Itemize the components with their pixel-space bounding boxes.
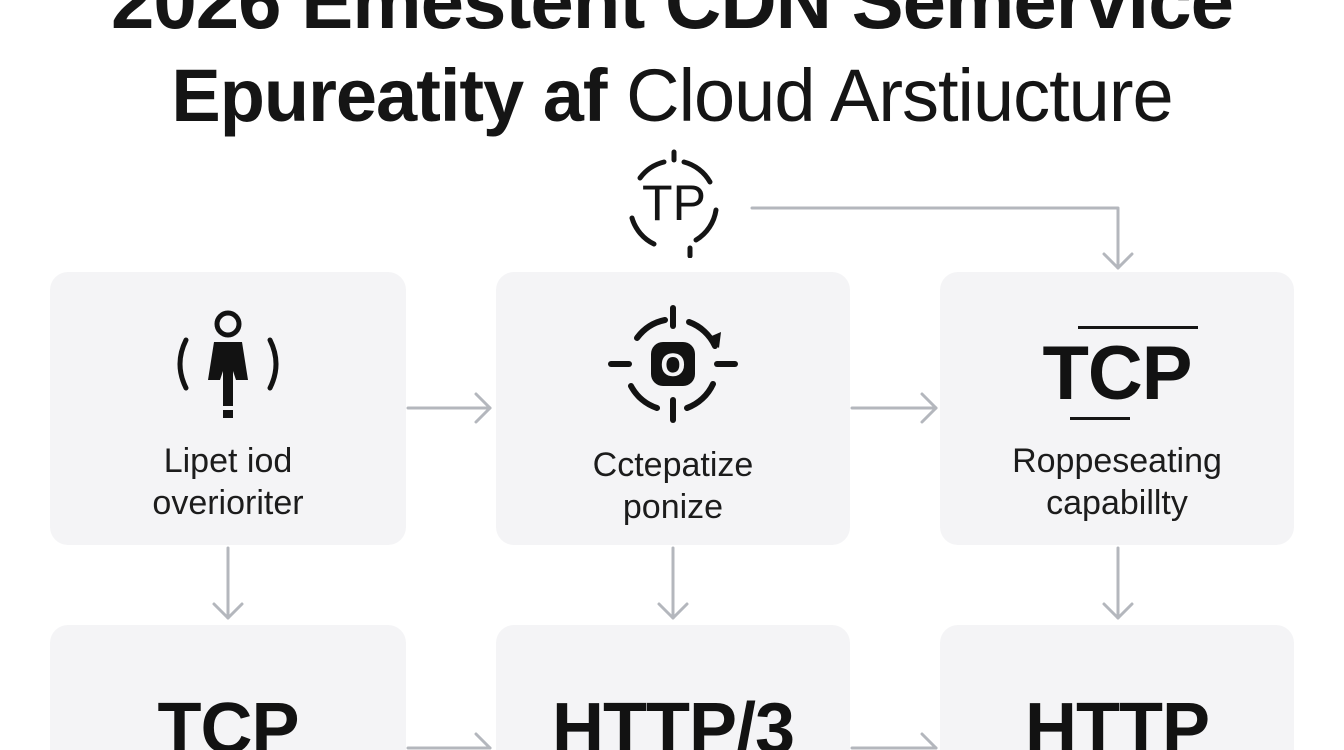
card-r2c2: HTTP/3 [496, 625, 850, 750]
card-r1c2: O Cctepatize ponize [496, 272, 850, 545]
arrowhead-r1c1-to-r1c2 [474, 392, 492, 424]
card-r1c2-line2: ponize [622, 488, 724, 526]
card-r1c1-line1: Lipet iod [163, 442, 293, 480]
card-r1c2-line1: Cctepatize [592, 446, 754, 484]
card-r2c2-heading: HTTP/3 [551, 689, 795, 750]
target-rotate-icon: O [608, 305, 738, 423]
decorative-rule [1078, 326, 1198, 329]
title-line-2-bold: Epureatity af [171, 54, 607, 137]
card-r2c3-heading: HTTP [1025, 689, 1210, 750]
arrowhead-r2c2-to-r2c3 [920, 732, 938, 750]
card-r1c3-caption: Roppeseating capabillty [940, 440, 1294, 524]
top-node: TP [612, 148, 736, 258]
card-r1c3-line2: capabillty [1046, 484, 1188, 522]
card-r1c2-caption: Cctepatize ponize [496, 444, 850, 528]
card-r1c1-caption: Lipet iod overioriter [50, 440, 406, 524]
arrowhead-r1c2-to-r2c2 [657, 602, 689, 620]
arrowhead-r1c2-to-r1c3 [920, 392, 938, 424]
card-r2c1-heading: TCP [157, 689, 300, 750]
title-line-2-light: Cloud Arstiucture [606, 54, 1174, 137]
arrowhead-r2c1-to-r2c2 [474, 732, 492, 750]
card-r1c3-heading: TCP [1042, 331, 1193, 416]
card-r1c3: TCP Roppeseating capabillty [940, 272, 1294, 545]
card-r2c1: TCP [50, 625, 406, 750]
top-node-label: TP [642, 175, 706, 231]
card-r1c3-line1: Roppeseating [1012, 442, 1222, 480]
card-r1c1: Lipet iod overioriter [50, 272, 406, 545]
card-r1c1-line2: overioriter [152, 484, 304, 522]
arrowhead-top-to-r1c3 [1102, 252, 1134, 270]
arrowhead-r1c1-to-r2c1 [212, 602, 244, 620]
card-r2c3: HTTP [940, 625, 1294, 750]
connector-top-to-r1c3 [750, 206, 1120, 270]
title-line-2: Epureatity af Cloud Arstiucture [0, 56, 1344, 136]
title-line-1: 2026 Emestent CDN Semervice [111, 0, 1234, 45]
rotating-circle-icon [629, 149, 719, 258]
person-signal-icon [177, 310, 279, 418]
decorative-underline [1070, 417, 1130, 420]
arrowhead-r1c3-to-r2c3 [1102, 602, 1134, 620]
target-icon-letter: O [661, 347, 686, 383]
